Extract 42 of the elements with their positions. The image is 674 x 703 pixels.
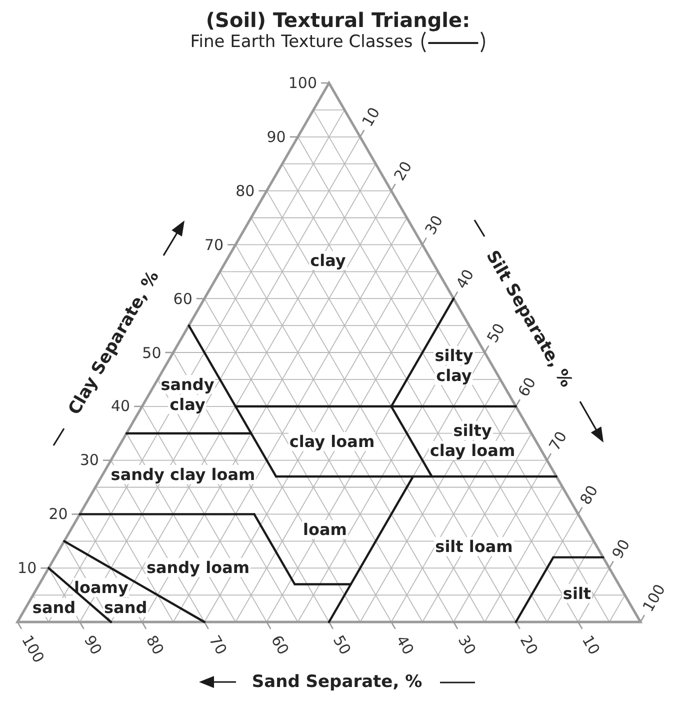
axis-tick-label: 40: [111, 397, 130, 416]
axis-tick-label: 10: [578, 632, 604, 658]
region-label: silt: [562, 584, 592, 604]
axis-tick-label: 60: [267, 632, 292, 658]
axis-title: Sand Separate, %: [252, 672, 422, 692]
axis-tick-label: 90: [608, 536, 634, 562]
axis-tick-label: 20: [390, 158, 416, 184]
legend-text: Fine Earth Texture Classes: [190, 32, 413, 52]
region-label: clay: [309, 251, 347, 271]
region-label: sand: [31, 598, 77, 618]
axis-tick-label: 40: [392, 632, 418, 658]
axis-tick-label: 10: [358, 104, 384, 130]
region-label: loamy sand: [73, 578, 148, 618]
axis-tick-label: 50: [483, 320, 509, 346]
axis-tick-label: 70: [205, 632, 230, 658]
axis-tick-label: 40: [452, 266, 478, 292]
axis-tick-label: 80: [236, 182, 255, 200]
diagram-title: (Soil) Textural Triangle:: [206, 8, 470, 32]
axis-tick-label: 50: [330, 632, 355, 658]
region-label: loam: [302, 520, 348, 540]
axis-tick-label: 70: [546, 428, 571, 454]
region-label: silt loam: [434, 537, 514, 557]
axis-tick-label: 80: [576, 482, 602, 508]
axis-tick-label: 20: [516, 632, 542, 658]
region-label: sandy clay loam: [110, 465, 256, 485]
axis-tick-label: 90: [80, 632, 106, 658]
axis-tick-label: 20: [48, 505, 68, 524]
region-label: silty clay: [434, 346, 474, 386]
axis-tick-label: 100: [288, 74, 317, 92]
axis-tick-label: 60: [173, 290, 192, 308]
region-label: clay loam: [288, 432, 376, 452]
axis-tick-label: 30: [421, 212, 446, 238]
region-label: sandy clay: [160, 375, 216, 415]
region-label: silty clay loam: [428, 421, 516, 461]
axis-tick-label: 30: [80, 451, 99, 470]
region-label: sandy loam: [145, 558, 251, 578]
axis-tick-label: 10: [18, 559, 37, 578]
axis-tick-label: 60: [514, 374, 540, 400]
axis-tick-label: 70: [204, 236, 224, 254]
axis-tick-label: 30: [454, 632, 480, 658]
axis-tick-label: 90: [266, 128, 286, 146]
axis-tick-label: 80: [142, 632, 168, 658]
